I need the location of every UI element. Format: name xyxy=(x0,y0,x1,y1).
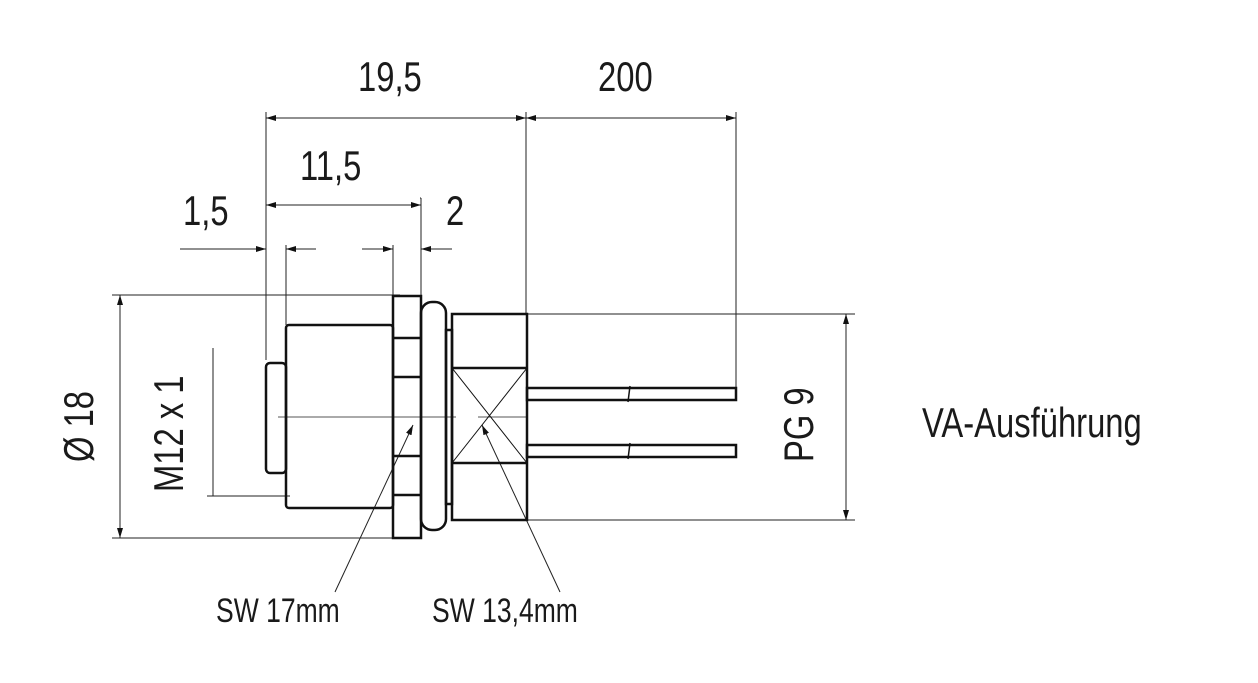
wire xyxy=(525,386,738,402)
hex-nut xyxy=(450,312,529,522)
variant-label: VA-Ausführung xyxy=(922,399,1142,446)
overall-length-label: 19,5 xyxy=(358,53,422,100)
wire xyxy=(525,443,738,459)
body-length-label: 11,5 xyxy=(300,142,362,189)
outer-diameter-label: Ø 18 xyxy=(55,390,102,462)
front-pin xyxy=(264,361,288,475)
thread-label: M12 x 1 xyxy=(145,375,192,492)
o-ring xyxy=(419,300,448,532)
flange-wrench-label: SW 17mm xyxy=(216,592,340,630)
flange-thickness-label: 2 xyxy=(446,187,465,234)
front-offset-label: 1,5 xyxy=(183,187,229,234)
connector-body xyxy=(264,294,738,540)
nut-wrench-label: SW 13,4mm xyxy=(432,592,578,630)
cable-gland-label: PG 9 xyxy=(775,387,822,462)
cable-length-label: 200 xyxy=(598,53,653,100)
